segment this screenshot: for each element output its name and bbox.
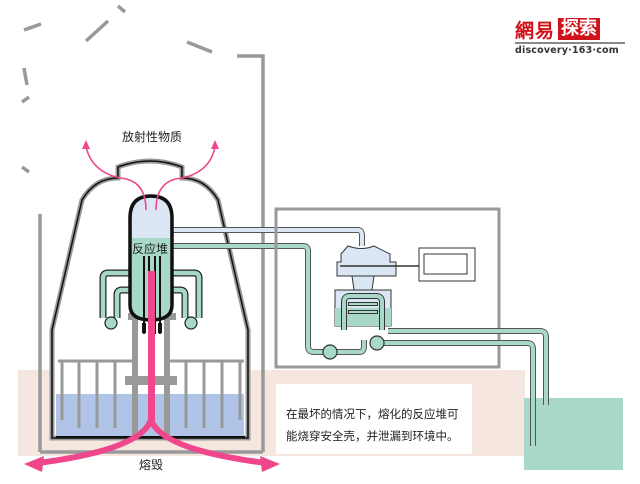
logo-brand-netease: 網易	[515, 19, 556, 42]
condenser-coil-fill	[342, 294, 384, 330]
sea-water	[524, 398, 623, 470]
rod-drive-1	[142, 323, 146, 333]
caption-line-2: 能烧穿安全壳，并泄漏到环境中。	[286, 429, 459, 443]
recirc-pump-right	[184, 316, 198, 330]
label-reactor: 反应堆	[132, 242, 169, 256]
turbine	[336, 245, 397, 277]
meltdown-spread	[37, 418, 267, 466]
recirculation-loops	[99, 269, 203, 318]
feedwater-line	[170, 243, 367, 355]
condensate-pump	[369, 335, 385, 351]
containment-outline	[51, 160, 249, 439]
vessel-steam-space	[132, 198, 170, 238]
logo-brand-discovery: 探索	[558, 18, 601, 40]
label-meltdown: 熔毁	[139, 458, 164, 472]
cooling-water-pipes	[384, 328, 549, 446]
turbine-exhaust	[351, 275, 375, 291]
generator-core	[423, 253, 468, 275]
caption-line-1: 在最坏的情况下，熔化的反应堆可	[286, 407, 459, 421]
ground-right-strip	[505, 370, 525, 456]
molten-core-column	[148, 271, 155, 421]
reactor-building	[38, 54, 265, 454]
label-radioactive-material: 放射性物质	[122, 130, 183, 144]
turbine-building	[274, 207, 501, 369]
rod-drive-2	[158, 323, 162, 333]
release-arrow-left	[82, 140, 90, 149]
roof-debris	[20, 4, 213, 174]
netease-discovery-logo[interactable]: 網易 探索 discovery·163·com	[515, 17, 625, 56]
downcomer-pipes	[58, 359, 244, 428]
radioactive-release	[85, 146, 216, 211]
meltdown-arrow-right	[260, 456, 280, 472]
recirc-pump-left	[104, 316, 118, 330]
logo-url: discovery·163·com	[515, 45, 619, 56]
release-arrow-right	[211, 140, 219, 149]
caption-box: 在最坏的情况下，熔化的反应堆可 能烧穿安全壳，并泄漏到环境中。	[276, 384, 472, 454]
logo-divider	[515, 42, 625, 44]
meltdown-arrow-left	[24, 456, 44, 472]
feedwater-pump	[322, 344, 338, 360]
main-steam-line	[170, 227, 365, 246]
